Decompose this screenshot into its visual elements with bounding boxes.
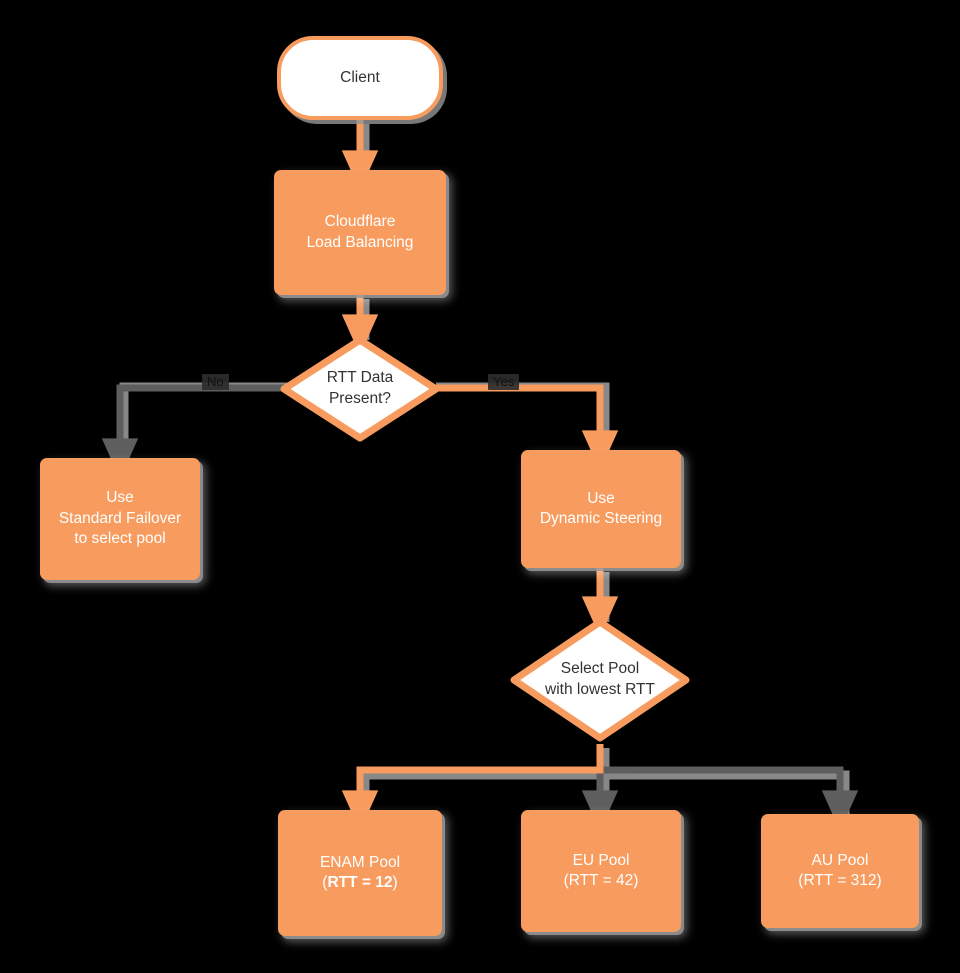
edge-shadow-rtt-failover [119,382,288,464]
node-enam-paren-open: ( [322,874,328,891]
edge-select-to-enam [341,744,604,831]
node-eu-pool[interactable]: EU Pool (RTT = 42) [521,810,681,932]
node-au-line1: AU Pool [811,851,869,869]
node-select-line2: with lowest RTT [545,681,655,698]
node-failover-line1: Use [106,489,134,507]
diamond-shape-rtt [280,336,440,442]
node-select-pool-lowest-rtt[interactable]: Select Pool with lowest RTT [508,616,692,744]
node-clb-line2: Load Balancing [306,233,414,251]
diamond-shape-select-pool [510,618,690,742]
node-enam-line1: ENAM Pool [319,853,401,871]
node-eu-line2: (RTT = 42) [563,872,639,889]
node-eu-line1: EU Pool [572,851,630,869]
node-rtt-line1: RTT Data [326,369,394,387]
edge-label-no: No [202,374,229,391]
node-cloudflare-load-balancing[interactable]: Cloudflare Load Balancing [274,170,446,295]
edge-shadow-rtt-dynamic [436,382,610,456]
node-rtt-data-present[interactable]: RTT Data Present? [278,334,442,444]
node-enam-paren-close: ) [392,874,398,891]
node-au-line2: (RTT = 312) [798,872,882,889]
node-enam-line2: (RTT = 12) [320,873,400,893]
edge-rtt-to-failover [101,384,284,479]
node-clb-line1: Cloudflare [324,213,396,231]
node-enam-pool[interactable]: ENAM Pool (RTT = 12) [278,810,442,936]
edge-select-to-au [600,766,859,831]
node-enam-rtt-value: RTT = 12 [327,874,393,891]
edge-shadow-select-enam [360,748,610,816]
node-rtt-line2: Present? [328,390,392,407]
node-select-line1: Select Pool [560,660,640,678]
node-dynamic-steering[interactable]: Use Dynamic Steering [521,450,681,568]
node-failover-line2: Standard Failover [58,509,182,527]
node-dynamic-line2: Dynamic Steering [539,510,663,527]
node-client[interactable]: Client [277,36,443,120]
node-dynamic-line1: Use [587,489,615,507]
edge-rtt-to-dynamic [436,384,619,471]
node-client-label: Client [340,68,380,86]
node-standard-failover[interactable]: Use Standard Failover to select pool [40,458,200,580]
node-au-pool[interactable]: AU Pool (RTT = 312) [761,814,919,928]
node-failover-line3: to select pool [74,530,166,548]
edge-label-yes: Yes [488,374,520,391]
